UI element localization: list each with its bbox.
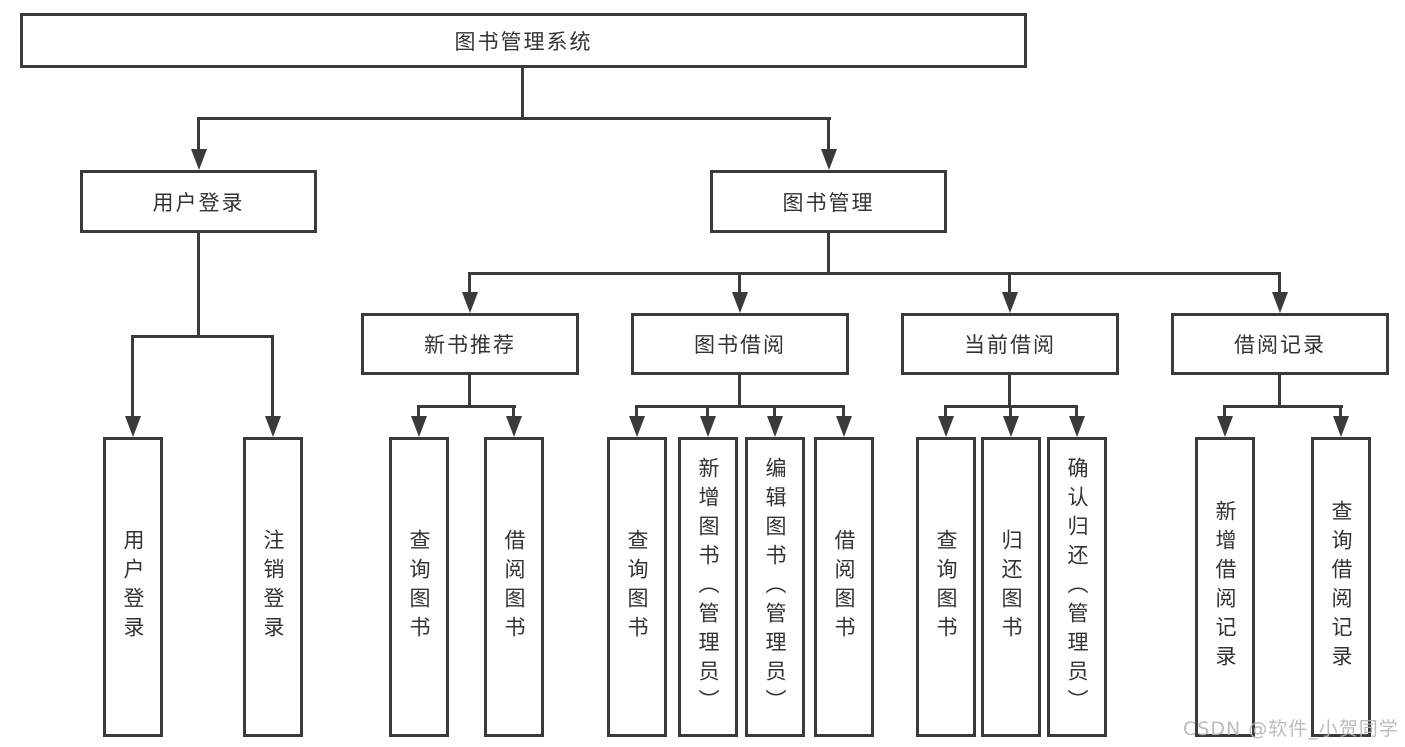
- leaf-cb-confirm-return: 确认归还（管理员）: [1047, 437, 1107, 737]
- arrowhead-down-icon: [732, 292, 748, 313]
- connector-bb-bar: [635, 405, 845, 408]
- leaf-bb-add-books-label: 新增图书（管理员）: [696, 456, 720, 718]
- connector-bb-branch: [635, 405, 638, 419]
- connector-book-mgmt-branch: [468, 272, 471, 296]
- connector-bb-branch: [773, 405, 776, 419]
- node-new-book-recommend-label: 新书推荐: [424, 333, 516, 357]
- node-borrow-records: 借阅记录: [1171, 313, 1389, 375]
- node-book-borrow-label: 图书借阅: [694, 333, 786, 357]
- connector-root-branch-right: [827, 117, 830, 152]
- connector-br-branch: [1339, 405, 1342, 419]
- node-user-login-label: 用户登录: [152, 190, 245, 215]
- leaf-br-add-record-label: 新增借阅记录: [1213, 500, 1237, 674]
- connector-root-branch-left: [197, 117, 200, 152]
- leaf-br-query-record: 查询借阅记录: [1311, 437, 1371, 737]
- connector-book-mgmt-branch: [738, 272, 741, 296]
- connector-user-login-bar: [131, 335, 274, 338]
- leaf-bb-borrow-books: 借阅图书: [814, 437, 874, 737]
- connector-br-branch: [1223, 405, 1226, 419]
- connector-bb-branch: [842, 405, 845, 419]
- connector-user-login-stem: [197, 233, 200, 337]
- connector-br-bar: [1223, 405, 1343, 408]
- connector-bb-branch: [706, 405, 709, 419]
- connector-cb-branch: [1075, 405, 1078, 419]
- node-book-management-label: 图书管理: [782, 190, 875, 215]
- leaf-cb-return-books: 归还图书: [981, 437, 1041, 737]
- arrowhead-down-icon: [700, 416, 716, 437]
- connector-br-stem: [1278, 374, 1281, 407]
- connector-user-login-branch: [271, 335, 274, 418]
- arrowhead-down-icon: [629, 416, 645, 437]
- node-borrow-records-label: 借阅记录: [1234, 333, 1326, 357]
- arrowhead-down-icon: [1069, 416, 1085, 437]
- arrowhead-down-icon: [411, 416, 427, 437]
- arrowhead-down-icon: [1272, 292, 1288, 313]
- leaf-cb-query-books: 查询图书: [916, 437, 976, 737]
- leaf-bb-add-books: 新增图书（管理员）: [678, 437, 738, 737]
- node-current-borrow-label: 当前借阅: [964, 333, 1056, 357]
- arrowhead-down-icon: [821, 149, 837, 170]
- arrowhead-down-icon: [767, 416, 783, 437]
- arrowhead-down-icon: [265, 416, 281, 437]
- leaf-cb-confirm-return-label: 确认归还（管理员）: [1065, 456, 1089, 718]
- connector-nbr-bar: [417, 405, 516, 408]
- leaf-bb-borrow-books-label: 借阅图书: [832, 529, 856, 645]
- leaf-bb-query-books: 查询图书: [607, 437, 667, 737]
- leaf-br-add-record: 新增借阅记录: [1195, 437, 1255, 737]
- leaf-nbr-query-books-label: 查询图书: [407, 529, 431, 645]
- leaf-nbr-query-books: 查询图书: [389, 437, 449, 737]
- connector-book-mgmt-bar: [468, 272, 1281, 275]
- connector-book-mgmt-branch: [1008, 272, 1011, 296]
- arrowhead-down-icon: [125, 416, 141, 437]
- arrowhead-down-icon: [1003, 416, 1019, 437]
- leaf-nbr-borrow-books-label: 借阅图书: [502, 529, 526, 645]
- node-book-borrow: 图书借阅: [631, 313, 849, 375]
- leaf-bb-edit-books: 编辑图书（管理员）: [745, 437, 805, 737]
- arrowhead-down-icon: [506, 416, 522, 437]
- arrowhead-down-icon: [1002, 292, 1018, 313]
- connector-book-mgmt-stem: [827, 233, 830, 274]
- arrowhead-down-icon: [191, 149, 207, 170]
- node-new-book-recommend: 新书推荐: [361, 313, 579, 375]
- connector-nbr-stem: [468, 374, 471, 407]
- connector-book-mgmt-branch: [1278, 272, 1281, 296]
- leaf-logout-label: 注销登录: [261, 529, 285, 645]
- node-user-login: 用户登录: [80, 170, 317, 233]
- connector-cb-branch: [1009, 405, 1012, 419]
- connector-user-login-branch: [131, 335, 134, 418]
- connector-root-bar: [197, 117, 831, 120]
- connector-nbr-branch: [512, 405, 515, 419]
- arrowhead-down-icon: [938, 416, 954, 437]
- arrowhead-down-icon: [1217, 416, 1233, 437]
- connector-bb-stem: [738, 374, 741, 407]
- arrowhead-down-icon: [462, 292, 478, 313]
- connector-cb-stem: [1008, 374, 1011, 407]
- leaf-nbr-borrow-books: 借阅图书: [484, 437, 544, 737]
- leaf-bb-edit-books-label: 编辑图书（管理员）: [763, 456, 787, 718]
- connector-cb-branch: [944, 405, 947, 419]
- node-book-management: 图书管理: [710, 170, 947, 233]
- connector-root-stem: [521, 68, 524, 118]
- connector-nbr-branch: [417, 405, 420, 419]
- leaf-cb-return-books-label: 归还图书: [999, 529, 1023, 645]
- arrowhead-down-icon: [836, 416, 852, 437]
- arrowhead-down-icon: [1333, 416, 1349, 437]
- watermark: CSDN @软件_小贺同学: [1183, 718, 1399, 740]
- leaf-bb-query-books-label: 查询图书: [625, 529, 649, 645]
- leaf-br-query-record-label: 查询借阅记录: [1329, 500, 1353, 674]
- node-root: 图书管理系统: [20, 13, 1027, 68]
- leaf-cb-query-books-label: 查询图书: [934, 529, 958, 645]
- leaf-user-login: 用户登录: [103, 437, 163, 737]
- leaf-logout: 注销登录: [243, 437, 303, 737]
- node-current-borrow: 当前借阅: [901, 313, 1119, 375]
- leaf-user-login-label: 用户登录: [121, 529, 145, 645]
- node-root-label: 图书管理系统: [454, 29, 593, 54]
